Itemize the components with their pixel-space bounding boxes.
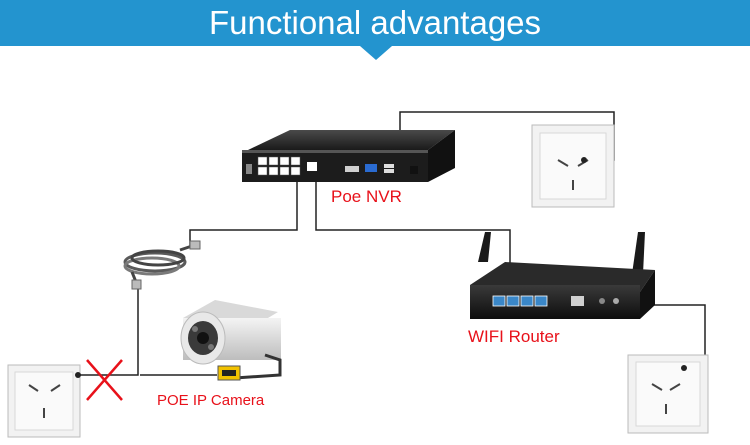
page-title: Functional advantages xyxy=(208,4,542,41)
header-banner xyxy=(0,0,750,46)
nvr-device xyxy=(242,130,455,182)
router-label: WIFI Router xyxy=(468,327,560,346)
wifi-router xyxy=(470,232,655,319)
banner-pointer xyxy=(360,46,392,60)
ip-camera xyxy=(180,300,282,381)
nvr-poe-ports xyxy=(257,156,301,176)
outlet-bottom-right xyxy=(627,354,709,434)
nvr-label: Poe NVR xyxy=(331,187,402,206)
camera-label: POE IP Camera xyxy=(157,392,265,409)
nvr-cable-line xyxy=(189,180,298,248)
router-lan-ports xyxy=(492,295,548,307)
red-cross-icon xyxy=(86,359,123,401)
router-antenna-left xyxy=(478,232,491,262)
cable-camera-line xyxy=(78,282,139,376)
outlet-bottom-left xyxy=(7,364,81,438)
outlet-top-right xyxy=(531,124,615,208)
cable-coil xyxy=(123,240,201,290)
router-antenna-right xyxy=(632,232,645,274)
